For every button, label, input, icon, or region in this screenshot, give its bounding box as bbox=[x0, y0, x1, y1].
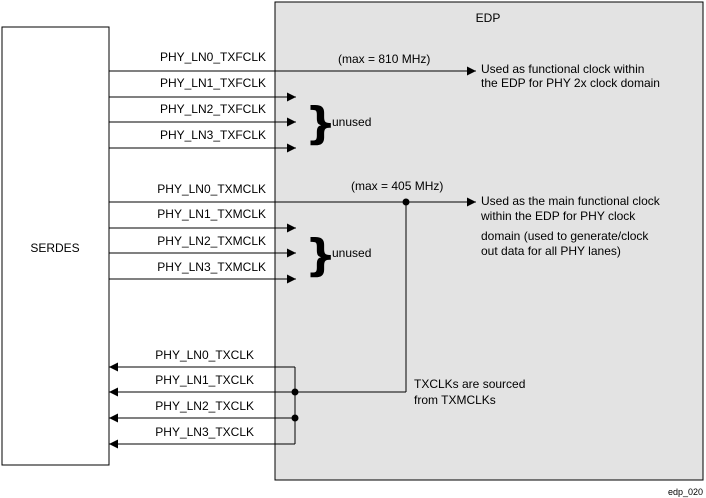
serdes-label: SERDES bbox=[30, 241, 79, 255]
signal-label-txclk-ln1: PHY_LN1_TXCLK bbox=[155, 373, 254, 387]
txfclk-max-note: (max = 810 MHz) bbox=[338, 52, 430, 66]
edp-label: EDP bbox=[476, 11, 501, 25]
txmclk-desc-line-4: out data for all PHY lanes) bbox=[481, 244, 621, 258]
signal-label-txmclk-ln3: PHY_LN3_TXMCLK bbox=[157, 260, 266, 274]
txmclk-desc-line-2: within the EDP for PHY clock bbox=[480, 209, 636, 223]
figure-id: edp_020 bbox=[668, 487, 703, 497]
serdes-block bbox=[1, 26, 110, 466]
signal-label-txfclk-ln0: PHY_LN0_TXFCLK bbox=[160, 50, 266, 64]
txfclk-desc-line-1: Used as functional clock within bbox=[481, 62, 644, 76]
txfclk-desc-line-2: the EDP for PHY 2x clock domain bbox=[481, 76, 660, 90]
signal-label-txclk-ln2: PHY_LN2_TXCLK bbox=[155, 399, 254, 413]
signal-label-txclk-ln3: PHY_LN3_TXCLK bbox=[155, 425, 254, 439]
txfclk-unused-label: unused bbox=[332, 115, 371, 129]
txmclk-desc-line-3: domain (used to generate/clock bbox=[481, 229, 649, 243]
txclk-note-line-2: from TXMCLKs bbox=[414, 393, 496, 407]
signal-label-txclk-ln0: PHY_LN0_TXCLK bbox=[155, 348, 254, 362]
signal-label-txfclk-ln3: PHY_LN3_TXFCLK bbox=[160, 128, 266, 142]
signal-label-txfclk-ln2: PHY_LN2_TXFCLK bbox=[160, 102, 266, 116]
brace-icon-txfclk: } bbox=[305, 98, 336, 149]
signal-label-txmclk-ln2: PHY_LN2_TXMCLK bbox=[157, 234, 266, 248]
edp-block bbox=[274, 1, 704, 481]
txmclk-max-note: (max = 405 MHz) bbox=[351, 179, 443, 193]
txmclk-desc-line-1: Used as the main functional clock bbox=[481, 194, 661, 208]
brace-icon-txmclk: } bbox=[305, 230, 336, 281]
signal-label-txmclk-ln1: PHY_LN1_TXMCLK bbox=[157, 207, 266, 221]
txmclk-unused-label: unused bbox=[332, 246, 371, 260]
txclk-note-line-1: TXCLKs are sourced bbox=[414, 377, 525, 391]
signal-label-txmclk-ln0: PHY_LN0_TXMCLK bbox=[157, 182, 266, 196]
signal-label-txfclk-ln1: PHY_LN1_TXFCLK bbox=[160, 76, 266, 90]
